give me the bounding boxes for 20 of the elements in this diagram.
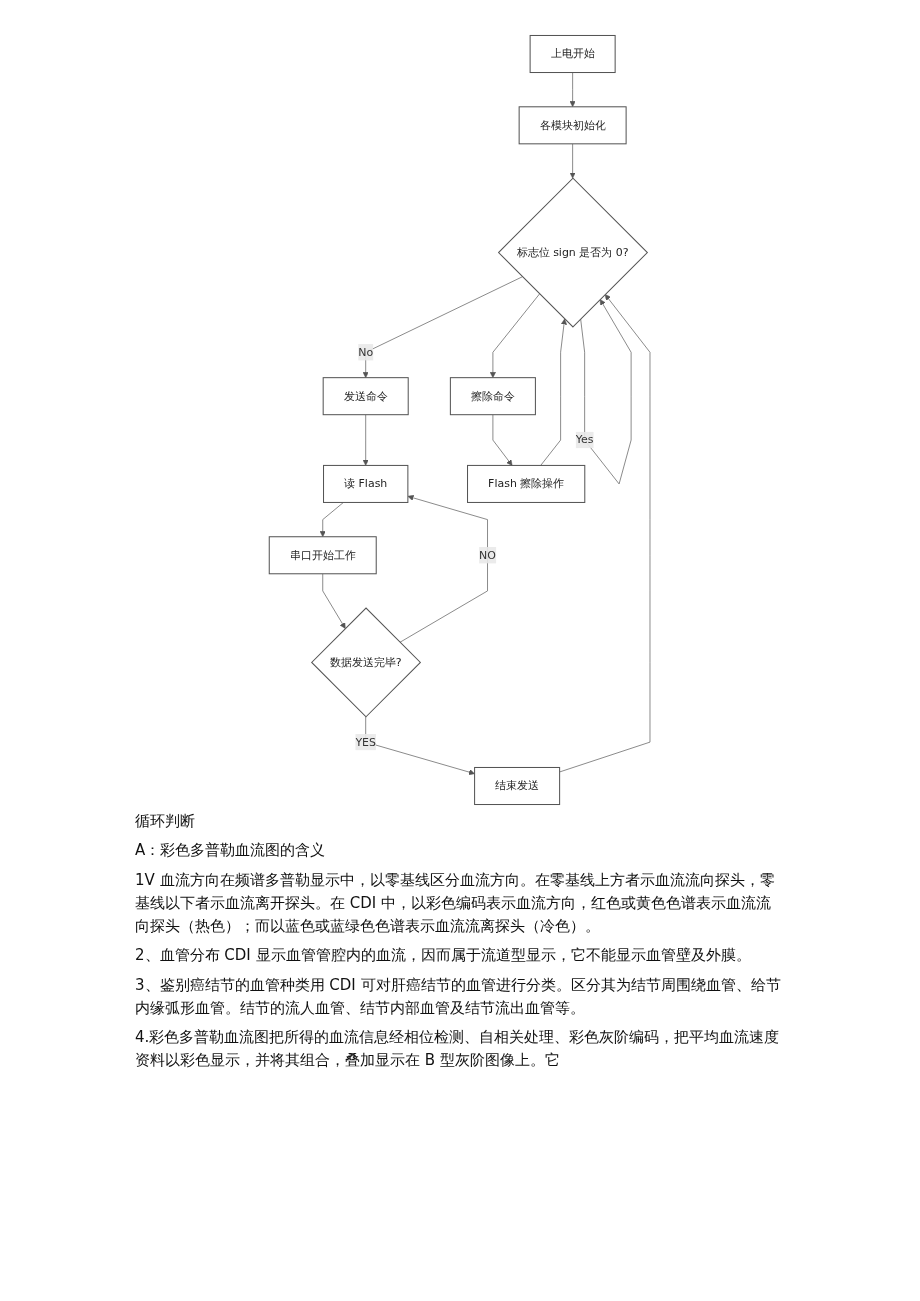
node-box: 上电开始 <box>529 34 617 74</box>
edge-label: YES <box>355 735 377 749</box>
edge-label: Yes <box>576 433 594 447</box>
loop-note: 循环判断 <box>135 811 196 832</box>
node-box: 擦除命令 <box>450 377 537 416</box>
edge-label: No <box>358 345 374 359</box>
paragraph: 4.彩色多普勒血流图把所得的血流信息经相位检测、自相关处理、彩色灰阶编码，把平均血流速度资料以彩色显示，并将其组合，叠加显示在 B 型灰阶图像上。它 <box>135 1027 781 1072</box>
edge-label: NO <box>479 548 497 562</box>
node-box: 串口开始工作 <box>269 536 378 575</box>
node-box: 结束发送 <box>474 766 561 806</box>
section-heading: A：彩色多普勒血流图的含义 <box>135 840 327 862</box>
node-box: 读 Flash <box>323 464 409 503</box>
node-diamond: 标志位 sign 是否为 0? <box>498 177 649 328</box>
paragraph: 2、血管分布 CDI 显示血管管腔内的血流，因而属于流道型显示，它不能显示血管壁及外膜。 <box>135 945 752 967</box>
node-box: 各模块初始化 <box>519 106 627 145</box>
paragraph: 3、鉴别癌结节的血管种类用 CDI 可对肝癌结节的血管进行分类。区分其为结节周围绕血管、给节内缘弧形血管。结节的流人血管、结节内部血管及结节流出血管等。 <box>135 974 782 1019</box>
node-diamond: 数据发送完毕? <box>311 607 422 718</box>
node-box: 发送命令 <box>323 377 410 416</box>
paragraph: 1V 血流方向在频谱多普勒显示中，以零基线区分血流方向。在零基线上方者示血流流向探头，零基线以下者示血流离开探头。在 CDI 中，以彩色编码表示血流方向，红色或黄色色谱表示血流流向探头（热色）；而以蓝色或蓝绿色色谱表示血流流离探头（冷色）。 <box>135 869 776 937</box>
node-box: Flash 擦除操作 <box>467 464 586 503</box>
